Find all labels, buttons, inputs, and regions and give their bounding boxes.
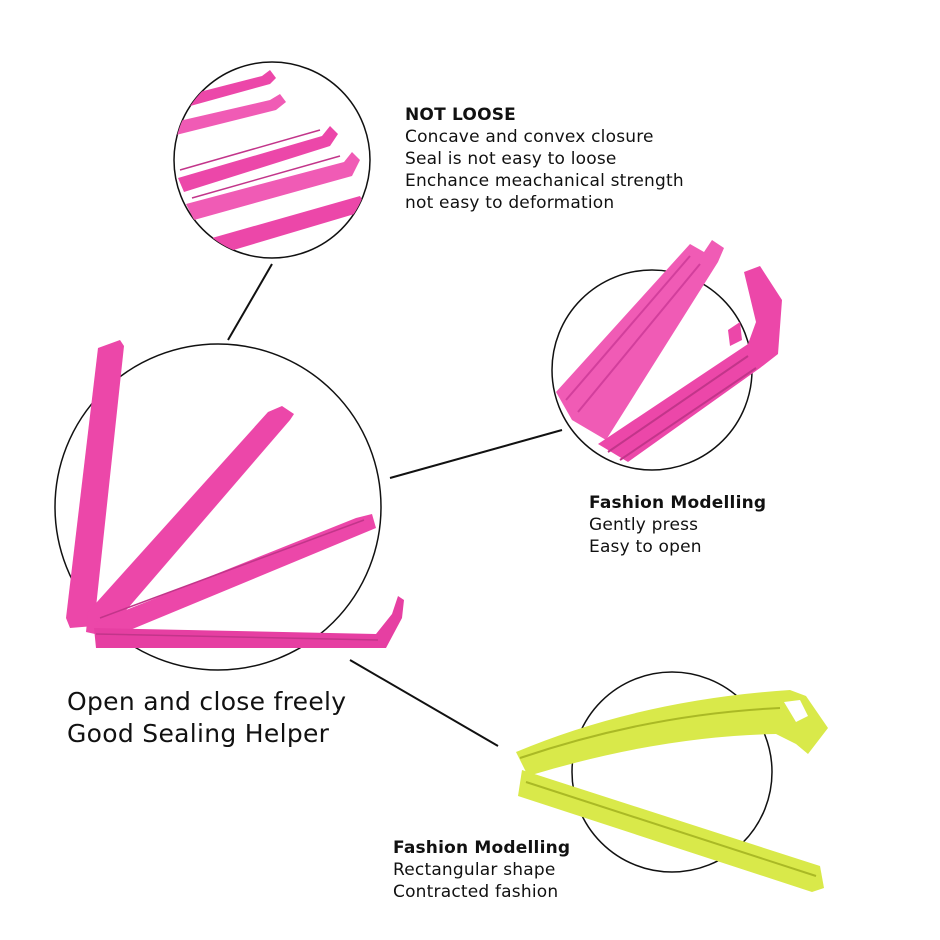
callout-not-loose: NOT LOOSE Concave and convex closure Sea… xyxy=(405,104,684,214)
callout-line: Easy to open xyxy=(589,537,702,557)
connector-line-top xyxy=(227,263,273,341)
zoom-circle-open xyxy=(551,240,782,471)
callout-line: Gently press xyxy=(589,515,699,535)
pink-clips-fan xyxy=(66,340,404,648)
callout-fashion-press: Fashion Modelling Gently press Easy to o… xyxy=(589,492,766,558)
callout-fashion-shape: Fashion Modelling Rectangular shape Cont… xyxy=(393,837,570,903)
zoom-circle-yellow xyxy=(516,671,828,892)
main-detail-circle xyxy=(54,343,382,671)
callout-heading: NOT LOOSE xyxy=(405,105,516,125)
callout-line: Seal is not easy to loose xyxy=(405,149,617,169)
main-caption-line: Good Sealing Helper xyxy=(67,719,330,748)
callout-heading: Fashion Modelling xyxy=(589,493,767,513)
zoom-circle-closure xyxy=(173,61,371,259)
callout-line: Enchance meachanical strength xyxy=(405,171,684,191)
callout-line: Contracted fashion xyxy=(393,882,559,902)
main-caption-line: Open and close freely xyxy=(67,687,347,716)
callout-line: Rectangular shape xyxy=(393,860,556,880)
callout-heading: Fashion Modelling xyxy=(393,838,571,858)
callout-line: Concave and convex closure xyxy=(405,127,654,147)
main-caption: Open and close freely Good Sealing Helpe… xyxy=(67,686,346,750)
connector-line-bottom xyxy=(349,659,499,747)
connector-line-right xyxy=(389,429,563,479)
callout-line: not easy to deformation xyxy=(405,193,615,213)
